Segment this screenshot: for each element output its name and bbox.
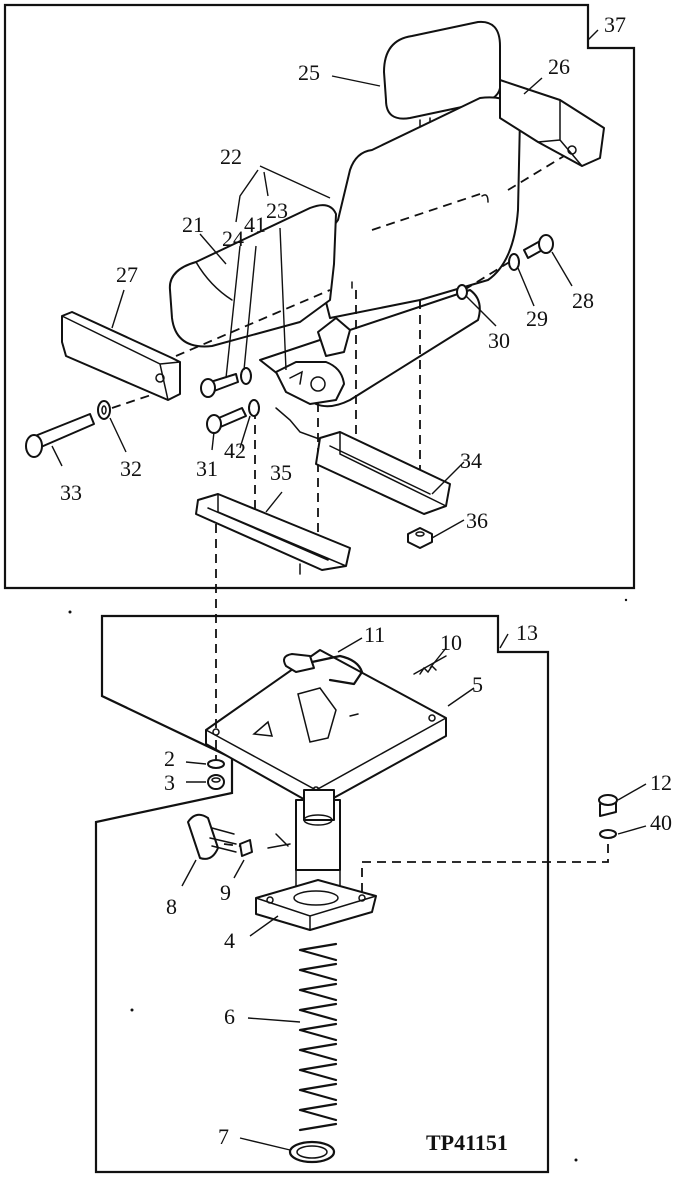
callout-25: 25 [298,60,320,85]
leader-lines [51,29,647,1151]
suspension-assembly-frame-13 [94,614,550,1174]
washer-part-32 [97,400,111,420]
callout-8: 8 [166,894,177,919]
nut-part-3 [207,774,225,790]
callout-33: 33 [60,480,82,505]
callout-42: 42 [224,438,246,463]
bolt-part-24 [200,373,239,398]
washer-part-40 [599,829,617,839]
callout-27: 27 [116,262,138,287]
callout-40: 40 [650,810,672,835]
scan-speck [574,1158,578,1162]
callout-10: 10 [440,630,462,655]
spring-pin-part-10 [413,655,447,675]
callout-7: 7 [218,1124,229,1149]
callout-5: 5 [472,672,483,697]
pin-part-9 [239,833,291,857]
knob-part-8 [187,813,237,860]
scan-speck [624,598,628,602]
callout-32: 32 [120,456,142,481]
spring-part-6 [298,942,338,1132]
seat-back [317,96,521,319]
callout-35: 35 [270,460,292,485]
bolt-part-33 [25,413,95,458]
armrest-part-26 [499,79,605,167]
washer-part-41 [240,367,252,385]
callout-2: 2 [164,746,175,771]
callout-30: 30 [488,328,510,353]
nut-part-36 [407,527,433,549]
callout-6: 6 [224,1004,235,1029]
assembly-line-rail-right [355,290,421,496]
column-base-part-4 [255,789,377,931]
callout-13: 13 [516,620,538,645]
callout-3: 3 [164,770,175,795]
callout-37: 37 [604,12,626,37]
washer-part-42 [248,399,260,417]
bolt-part-12 [598,794,618,817]
callout-4: 4 [224,928,235,953]
callout-26: 26 [548,54,570,79]
figure-id-label: TP41151 [426,1130,508,1155]
callout-22: 22 [220,144,242,169]
assembly-line-back [371,193,481,231]
mounting-plate-part-5 [205,649,447,807]
seat-rail-part-35 [195,493,351,575]
assembly-line-bolt-33 [111,391,161,409]
assembly-line-bolt-28 [463,257,517,291]
callout-28: 28 [572,288,594,313]
washer-part-30 [456,284,468,300]
bolt-part-28 [523,234,554,259]
callout-24: 24 [222,226,244,251]
callout-31: 31 [196,456,218,481]
callout-21: 21 [182,212,204,237]
bolt-part-31 [206,407,247,434]
callout-29: 29 [526,306,548,331]
scan-speck [68,610,72,614]
assembly-line-armrest-left [175,289,331,357]
assembly-line-bolt-12 [361,844,609,898]
armrest-part-27 [61,311,181,401]
callout-11: 11 [364,622,385,647]
retaining-ring-part-7 [288,1140,336,1164]
seat-assembly-frame-37 [3,3,636,590]
callout-9: 9 [220,880,231,905]
assembly-line-knob [223,843,241,847]
scan-speck [130,1008,134,1012]
seat-rail-part-34 [315,431,451,515]
callout-23: 23 [266,198,288,223]
callout-34: 34 [460,448,482,473]
recliner-bracket-part-23 [275,361,345,441]
callout-36: 36 [466,508,488,533]
washer-part-29 [508,253,520,271]
callout-41: 41 [244,212,266,237]
washer-part-2 [207,759,225,769]
callout-12: 12 [650,770,672,795]
adjust-lever-part-11 [283,653,364,686]
